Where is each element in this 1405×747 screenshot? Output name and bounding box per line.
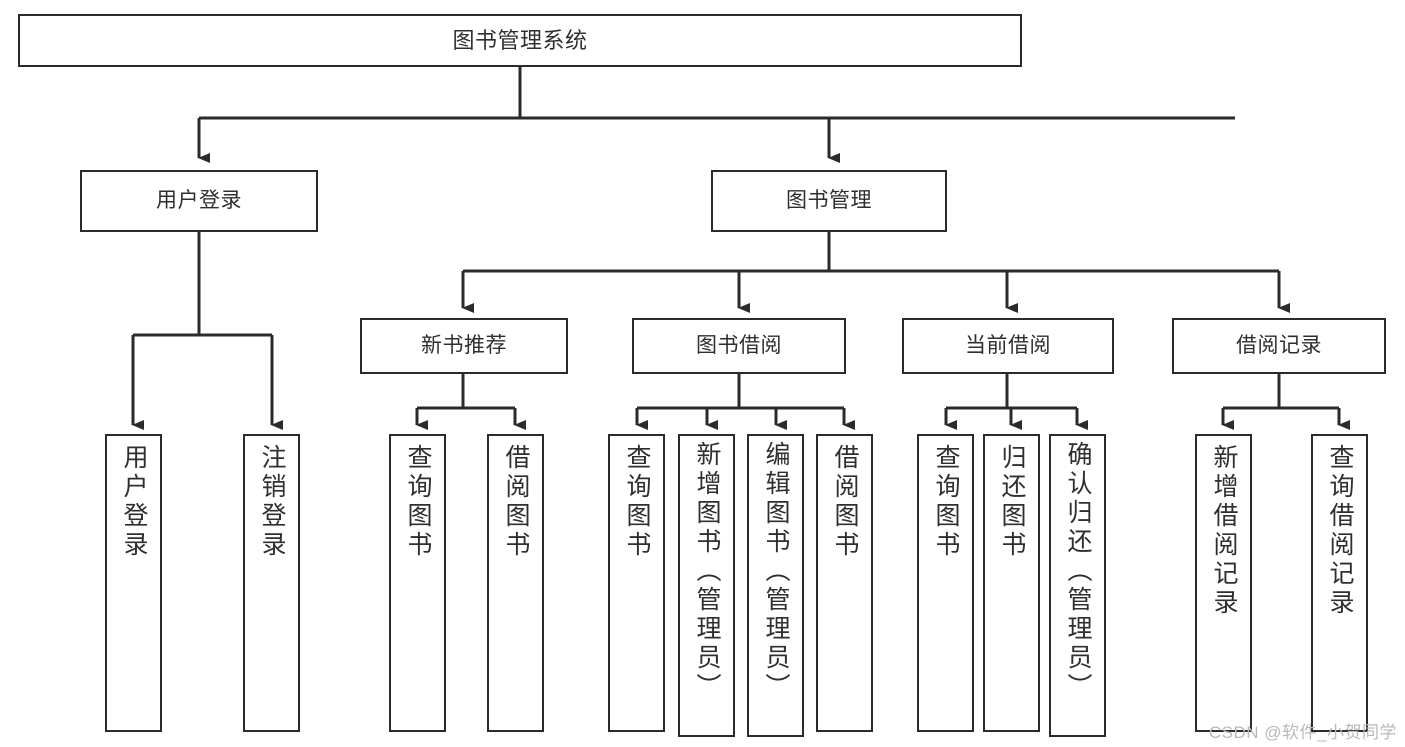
node-current-borrow[interactable]: 当前借阅: [902, 318, 1114, 374]
node-new-book-recommend[interactable]: 新书推荐: [360, 318, 568, 374]
leaf-borrow-edit-book-admin[interactable]: 编辑图书（管理员）: [747, 434, 804, 737]
node-label: 图书管理系统: [452, 27, 588, 53]
node-label: 借阅图书: [502, 444, 530, 560]
node-label: 查询图书: [623, 444, 651, 560]
node-label: 编辑图书（管理员）: [762, 441, 790, 702]
node-borrow-record[interactable]: 借阅记录: [1172, 318, 1386, 374]
node-label: 当前借阅: [965, 333, 1051, 357]
node-label: 新增借阅记录: [1210, 444, 1238, 618]
leaf-recommend-query-book[interactable]: 查询图书: [389, 434, 446, 732]
watermark: CSDN @软件_小贺同学: [1208, 723, 1397, 742]
leaf-record-query-record[interactable]: 查询借阅记录: [1311, 434, 1368, 732]
node-label: 确认归还（管理员）: [1064, 441, 1092, 702]
node-label: 图书管理: [786, 188, 872, 212]
leaf-current-query-book[interactable]: 查询图书: [917, 434, 974, 732]
node-label: 借阅记录: [1236, 333, 1322, 357]
node-book-borrow[interactable]: 图书借阅: [632, 318, 846, 374]
leaf-user-login-login[interactable]: 用户登录: [105, 434, 162, 732]
leaf-borrow-add-book-admin[interactable]: 新增图书（管理员）: [678, 434, 735, 737]
leaf-user-login-logout[interactable]: 注销登录: [243, 434, 300, 732]
leaf-recommend-borrow-book[interactable]: 借阅图书: [487, 434, 544, 732]
leaf-record-add-record[interactable]: 新增借阅记录: [1195, 434, 1252, 732]
leaf-current-confirm-return-admin[interactable]: 确认归还（管理员）: [1049, 434, 1106, 737]
node-label: 归还图书: [998, 444, 1026, 560]
node-label: 图书借阅: [696, 333, 782, 357]
node-book-management[interactable]: 图书管理: [711, 170, 947, 232]
node-label: 用户登录: [156, 188, 242, 212]
leaf-borrow-query-book[interactable]: 查询图书: [608, 434, 665, 732]
node-label: 查询图书: [932, 444, 960, 560]
leaf-borrow-borrow-book[interactable]: 借阅图书: [816, 434, 873, 732]
node-label: 注销登录: [258, 444, 286, 560]
node-root-system[interactable]: 图书管理系统: [18, 14, 1022, 67]
node-label: 借阅图书: [831, 444, 859, 560]
node-label: 查询图书: [404, 444, 432, 560]
node-label: 新书推荐: [421, 333, 507, 357]
node-label: 查询借阅记录: [1326, 444, 1354, 618]
node-user-login[interactable]: 用户登录: [80, 170, 318, 232]
leaf-current-return-book[interactable]: 归还图书: [983, 434, 1040, 732]
node-label: 用户登录: [120, 444, 148, 560]
node-label: 新增图书（管理员）: [693, 441, 721, 702]
